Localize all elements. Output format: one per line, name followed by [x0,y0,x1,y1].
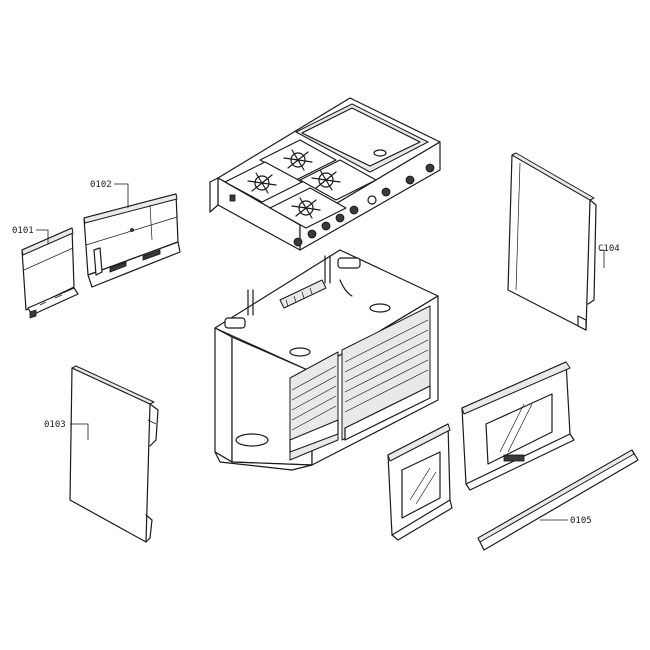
part-0105-kickplate [477,449,639,551]
burner-1 [283,149,313,171]
callout-c104: C104 [598,244,620,254]
callout-0105: 0105 [570,516,592,526]
part-c104-side-panel [507,152,597,331]
oven-racks-right [344,319,429,413]
callout-leaders [36,183,605,521]
callout-0102: 0102 [90,180,112,190]
small-oven-door [387,423,453,541]
igniter-right [337,257,361,269]
burner-3 [291,197,321,219]
burner-2 [247,172,277,194]
part-0103-side-panel [69,365,159,543]
burner-4 [311,169,341,191]
large-oven-door [461,361,575,491]
vent-tubes [247,255,353,316]
burner-ports [289,303,391,357]
callout-0101: 0101 [12,226,34,236]
callout-0103: 0103 [44,420,66,430]
cooktop-assembly [209,97,441,251]
part-0101-panel [21,227,79,319]
igniter-left [224,317,246,329]
roller-element [279,279,327,309]
control-knobs [293,163,435,247]
oven-body [214,249,439,471]
oven-racks-left [291,365,337,431]
part-0102-panel [83,193,181,288]
